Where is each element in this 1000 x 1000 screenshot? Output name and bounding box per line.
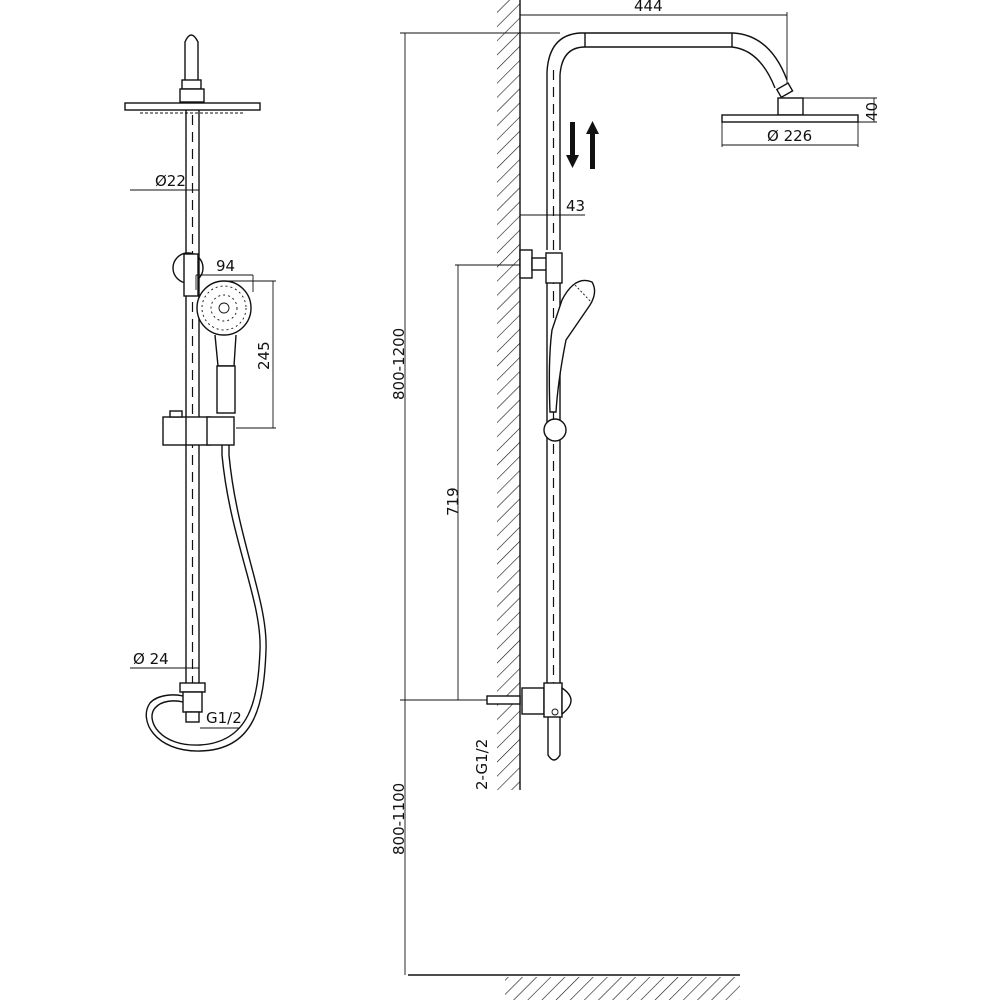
floor (505, 977, 740, 1000)
lower-pipe-diameter-label: Ø 24 (133, 650, 169, 668)
diverter-valve (182, 691, 203, 713)
handshower-length-label: 245 (255, 341, 273, 370)
hand-shower-handle (214, 334, 237, 367)
head-connector (777, 97, 804, 116)
wall (497, 0, 520, 790)
hose (151, 445, 261, 746)
adjustable-height-arrows-icon (566, 121, 599, 169)
inlet-threads-label: 2-G1/2 (473, 739, 491, 790)
top-cap (184, 34, 199, 90)
wall-offset-label: 43 (566, 197, 585, 215)
inlet-thread-label: G1/2 (206, 709, 242, 727)
hand-shower-head (196, 280, 252, 336)
head-height-label: 40 (863, 102, 881, 121)
handshower-width-label: 94 (216, 257, 235, 275)
pipe-diameter-label: Ø22 (155, 172, 186, 190)
wall-bracket-side (519, 249, 533, 279)
rain-shower-head-side (721, 114, 859, 123)
rain-shower-head (124, 102, 261, 111)
inlet-height-label: 800-1100 (390, 783, 408, 855)
hand-shower-side (548, 279, 596, 413)
front-view: Ø22 94 245 Ø 24 G1/ (124, 34, 276, 752)
head-diameter-label: Ø 226 (767, 127, 812, 145)
arm-projection-label: 444 (634, 0, 663, 15)
diverter-valve-side (543, 682, 563, 718)
shower-arm (546, 32, 788, 250)
bracket-height-label: 719 (444, 487, 462, 516)
slider-side (543, 418, 567, 442)
total-height-label: 800-1200 (390, 328, 408, 400)
side-view: 800-1200 800-1100 444 40 Ø 226 43 (390, 0, 881, 1000)
